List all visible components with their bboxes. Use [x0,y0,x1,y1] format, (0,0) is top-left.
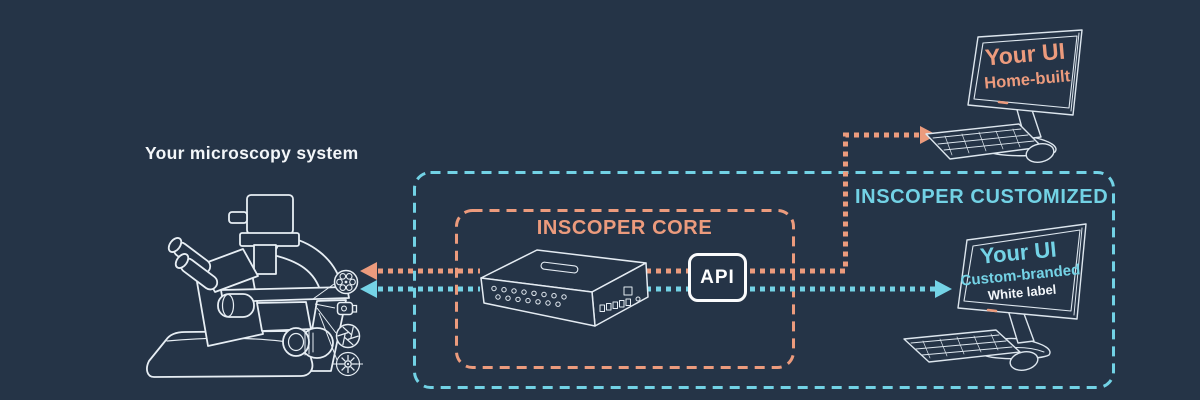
aperture-icon [335,323,361,349]
cyan-arrowhead-left [360,280,377,298]
inscoper-core-title: INSCOPER CORE [536,217,713,239]
inscoper-customized-box [413,171,1115,389]
camera-icon [336,301,358,316]
cyan-arrowhead-right [935,280,952,298]
coral-connection-lines [360,126,937,280]
api-badge-label: API [700,266,735,288]
power-led-custom [986,308,998,313]
signal-fan-lines [312,283,338,361]
monitor-custom [957,223,1087,320]
power-led-homebuilt [997,100,1009,105]
monitor-homebuilt [967,29,1083,116]
filter-wheel-icon [333,269,359,295]
light-source-icon [333,351,363,377]
api-badge: API [688,253,747,302]
mouse-homebuilt [1025,143,1055,163]
cyan-connection-lines [360,280,952,298]
microscope-illustration [146,194,350,378]
computer-custom-illustration [903,223,1087,371]
computer-homebuilt-illustration [925,29,1083,163]
inscoper-customized-title: INSCOPER CUSTOMIZED [855,186,1109,208]
coral-arrowhead-left [360,262,377,280]
mouse-custom [1009,351,1039,371]
control-unit-illustration [480,249,649,327]
microscopy-system-label: Your microscopy system [145,143,359,163]
